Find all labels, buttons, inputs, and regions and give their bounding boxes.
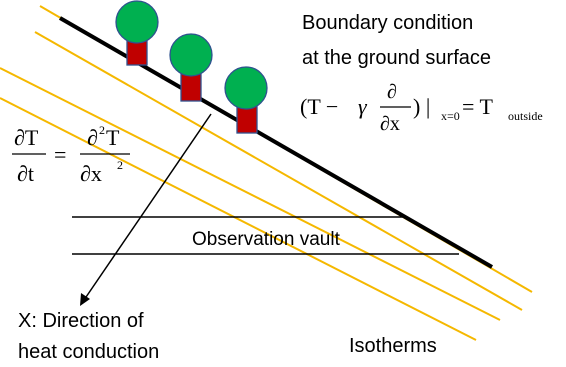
eq-equals-t: = T — [462, 94, 494, 119]
isotherm-line-2 — [34, 31, 523, 311]
heq-rhs-num-exp: 2 — [99, 123, 105, 137]
direction-label-line2: heat conduction — [18, 341, 159, 363]
observation-vault-label: Observation vault — [192, 229, 341, 250]
heq-lhs-den: ∂t — [17, 161, 34, 186]
heat-equation: ∂T ∂t = ∂ 2 T ∂x 2 — [12, 123, 130, 186]
boundary-equation: (T − γ ∂ ∂x ) | x=0 = T outside — [300, 81, 543, 135]
tree-icon — [115, 0, 159, 66]
tree-icon — [169, 33, 213, 102]
heq-rhs-den-x: ∂x — [80, 161, 102, 186]
isotherm-line-3 — [0, 67, 501, 321]
heq-lhs-num: ∂T — [14, 125, 39, 150]
boundary-condition-line1: Boundary condition — [302, 12, 473, 34]
heq-rhs-d: ∂ — [87, 125, 98, 150]
observation-vault — [72, 216, 459, 255]
eq-subscript: x=0 — [441, 109, 460, 123]
boundary-condition-line2: at the ground surface — [302, 47, 491, 69]
eq-close-bar: ) | — [413, 94, 430, 119]
tree-icon — [224, 66, 268, 134]
eq-t-subscript: outside — [508, 109, 543, 123]
heq-equals: = — [54, 142, 66, 167]
isotherms-label: Isotherms — [349, 335, 437, 357]
eq-open: (T − — [300, 94, 338, 119]
direction-label-line1: X: Direction of — [18, 310, 144, 332]
eq-partial-num: ∂ — [387, 81, 397, 103]
heq-rhs-t: T — [106, 125, 120, 150]
isotherm-line-4 — [0, 97, 477, 341]
heq-rhs-den-exp: 2 — [117, 158, 123, 172]
arrow-icon — [80, 113, 212, 306]
eq-gamma: γ — [358, 94, 368, 119]
eq-partial-den: ∂x — [380, 113, 400, 135]
